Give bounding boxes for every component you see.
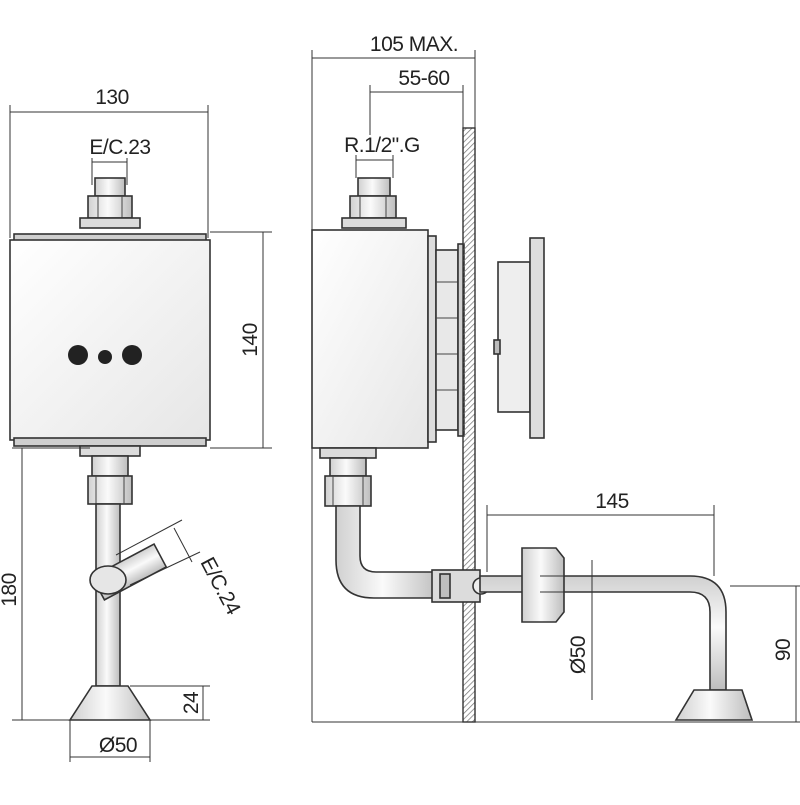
dim-width-130: 130 [9,86,209,238]
dim-label-130: 130 [95,86,129,109]
urinal-pipe [479,547,754,721]
label-ec23: E/C.23 [89,136,150,159]
side-view: 105 MAX. 55-60 R.1/2".G [311,33,800,723]
inlet-nut-side [341,177,407,229]
dim-total-180: 180 [0,447,90,721]
dim-inlet-fitting: E/C.23 [89,136,151,185]
dim-label-140: 140 [239,323,262,357]
dim-height-90: 90 [730,585,800,722]
sensor-box-front [9,233,211,447]
dim-diameter-side: Ø50 [540,560,600,700]
dim-label-105max: 105 MAX. [370,33,458,56]
label-thread-spec: R.1/2".G [344,134,420,157]
dim-depth-105: 105 MAX. [311,33,476,232]
outlet-nut-side [319,447,377,507]
cover-plate-side [493,237,545,439]
dim-label-180: 180 [0,573,21,607]
sensor-eye-right-icon [122,345,142,365]
dim-label-24: 24 [180,691,203,714]
dim-base-diameter: Ø50 [69,720,151,762]
thread-spec: R.1/2".G [344,134,420,178]
front-view: 130 E/C.23 [0,86,272,762]
flange-base-front [68,685,152,721]
sensor-box-side [311,229,465,449]
sensor-led-icon [98,350,112,364]
sensor-eye-left-icon [68,345,88,365]
dim-label-55-60: 55-60 [398,67,449,90]
dim-label-d50-side: Ø50 [567,636,590,674]
outlet-nut-front [79,445,141,505]
dim-wall-range: 55-60 [369,67,464,135]
dim-base-24: 24 [130,685,210,721]
dim-height-140: 140 [210,231,272,449]
dim-label-145: 145 [595,490,629,513]
dim-label-d50-front: Ø50 [99,734,137,757]
label-ec24: E/C.24 [196,554,245,620]
dim-label-90: 90 [772,639,795,661]
dim-projection-145: 145 [486,490,715,576]
flush-pipe-front [89,503,168,687]
inlet-nut [79,177,141,229]
